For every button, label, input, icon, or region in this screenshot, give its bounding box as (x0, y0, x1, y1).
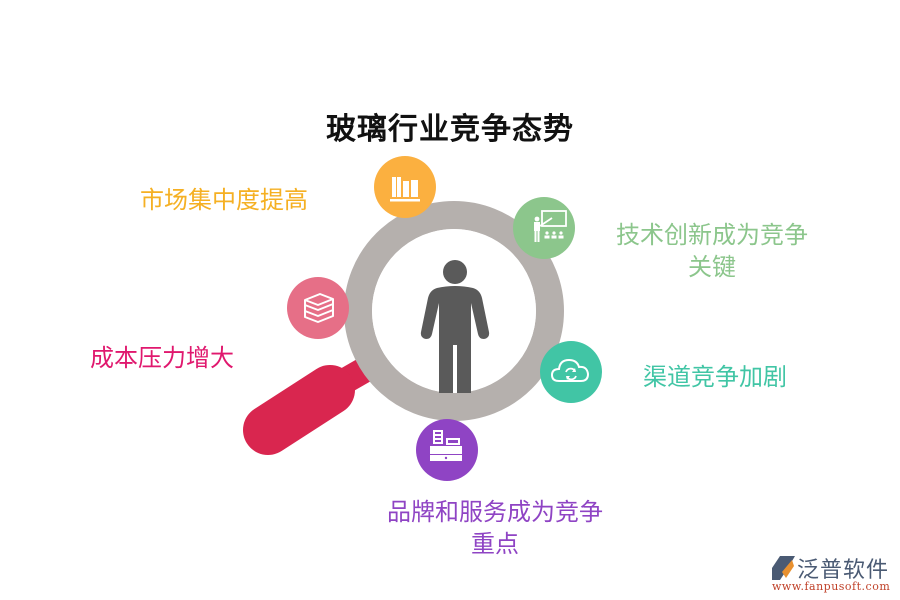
magnifier-ring (344, 201, 564, 421)
watermark-url: www.fanpusoft.com (772, 580, 891, 593)
person-icon (420, 260, 490, 393)
factor-label-cost: 成本压力增大 (90, 344, 234, 372)
factor-label-market: 市场集中度提高 (140, 186, 308, 214)
fanpu-logo-icon (772, 556, 795, 580)
factor-label-brand-line2: 重点 (471, 530, 519, 558)
factor-circle-brand (416, 419, 478, 481)
page-title: 玻璃行业竞争态势 (326, 112, 574, 147)
book-stack-icon (304, 293, 334, 323)
factor-label-tech-line1: 技术创新成为竞争 (616, 221, 808, 249)
factor-circle-channel (540, 341, 602, 403)
teacher-presentation-icon (539, 210, 567, 227)
factor-circle-cost (287, 277, 349, 339)
watermark-name: 泛普软件 (797, 558, 890, 583)
factor-circle-market (374, 156, 436, 218)
cloud-sync-icon (550, 358, 590, 382)
factor-label-tech: 技术创新成为竞争 关键 (596, 219, 828, 283)
factor-label-channel: 渠道竞争加剧 (643, 363, 787, 391)
factor-label-tech-line2: 关键 (688, 253, 736, 281)
factor-label-brand: 品牌和服务成为竞争 重点 (365, 496, 625, 560)
bookshelf-icon (390, 177, 420, 202)
factor-circle-tech (513, 197, 575, 259)
factor-label-brand-line1: 品牌和服务成为竞争 (387, 498, 603, 526)
